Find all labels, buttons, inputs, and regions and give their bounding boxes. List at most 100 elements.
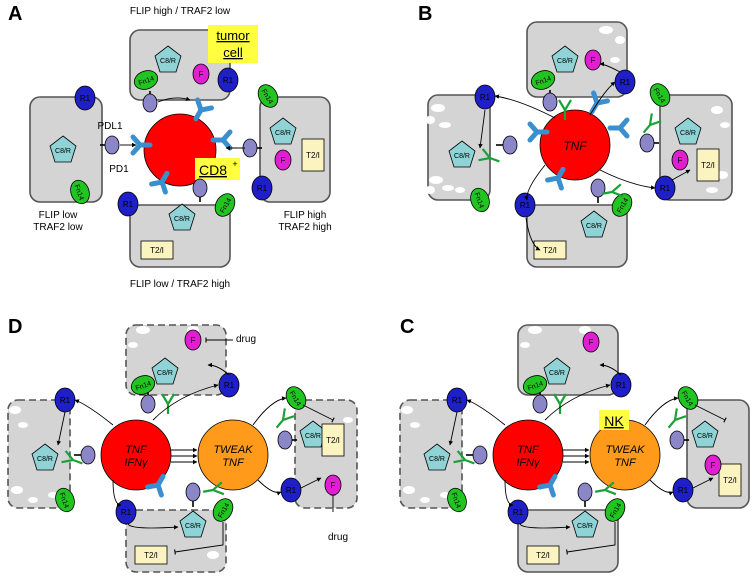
c8r-label: C8/R [680,130,696,137]
membrane-damage [720,122,730,128]
cd8-t-cell [492,419,564,491]
pdl1-receptor [532,392,548,414]
t2i-shape [140,240,174,260]
r1-label: R1 [224,381,235,390]
orange-cell-label-2: TNF [614,457,637,469]
c8r-complex: C8/R [49,135,77,163]
receptor-shape [192,178,208,198]
antibody [527,121,550,143]
caption-right-1: FLIP high [284,210,327,221]
c8r-shape [543,357,571,385]
receptor-shape [472,445,488,465]
inhibition-line [302,404,335,423]
receptor-shape [142,93,158,113]
arrow [649,479,674,496]
t2i-box: T2/I [526,545,560,565]
membrane-damage [579,326,591,334]
antibody-shape [545,166,566,191]
r1-receptor: R1 [614,69,636,95]
fn14-receptor: Fn14 [285,386,307,410]
c8r-shape [571,510,599,538]
r1-shape [117,191,139,217]
panel-letter: D [8,316,22,338]
arrow [74,399,114,426]
arrow [207,362,230,376]
c8r-shape [49,135,77,163]
c8r-label: C8/R [174,216,190,223]
inhibition-line [566,522,616,555]
r1-label: R1 [620,78,631,87]
antibody [537,473,558,498]
ligand-shape [553,393,567,414]
arrow [494,94,556,119]
r1-label: R1 [513,508,524,517]
fn14-shape [447,487,467,513]
ligand-shape [667,408,687,429]
flip-shape [582,331,600,353]
pdl1-receptor [277,430,297,450]
r1-receptor: R1 [610,372,632,398]
cd8-highlight [195,158,240,180]
r1-shape [217,67,239,93]
r1-label: R1 [678,486,689,495]
ligand-shape [275,408,295,429]
pdl1-receptor [466,445,488,465]
fn14-receptor: Fn14 [604,498,626,522]
arrow [112,479,122,508]
membrane-damage [429,176,443,184]
r1-receptor: R1 [446,387,468,413]
flip-label: F [589,338,594,347]
membrane-damage [610,57,620,63]
antibody-shape [607,117,630,139]
t2i-label: T2/I [326,436,340,445]
arrow [644,396,679,426]
membrane-damage [520,342,530,348]
receptor-shape [639,133,655,153]
c8r-label: C8/R [454,153,470,160]
panel-c: CTNFIFNγTWEAKTNFNKC8/RR1Fn14FR1C8/RFn14F… [399,316,750,573]
pdl1-receptor [140,392,156,414]
drug-label-bottom: drug [328,532,348,543]
r1-receptor: R1 [251,175,273,201]
pdl1-receptor [669,430,689,450]
membrane-damage [136,326,150,334]
fn14-receptor: Fn14 [212,498,234,522]
arrow [544,383,611,421]
t2i-label: T2/I [701,161,715,170]
t2i-box: T2/I [696,148,720,182]
fn14-shape [677,386,699,410]
fn14-shape [130,375,156,395]
t2i-box: T2/I [718,463,742,497]
membrane-damage [343,417,353,423]
c8r-label: C8/R [429,456,445,463]
flip-protein: F [704,454,722,476]
arrow [525,217,541,251]
receptor-shape [577,482,593,502]
pdl1-receptor [496,135,518,155]
arrow [56,411,66,446]
panel-letter: B [418,3,432,25]
tweak-ligand [161,393,175,414]
receptor-shape [140,394,156,414]
membrane-damage [401,406,413,414]
t2i-shape [696,148,720,182]
receptor-shape [669,430,685,450]
arrow [524,164,546,201]
ligand-shape [161,393,175,414]
r1-label: R1 [123,200,134,209]
t2i-shape [134,545,168,565]
antibody [149,170,170,195]
membrane-damage [28,497,38,503]
membrane-damage [403,486,415,494]
inhibition-line [174,522,224,555]
membrane-damage [420,497,430,503]
fn14-shape [212,498,234,522]
fn14-receptor: Fn14 [70,179,90,205]
fn14-shape [530,70,556,90]
arrow [589,81,616,116]
tumor-cell-highlight [208,25,258,63]
tumor-label-1: tumor [216,28,250,43]
